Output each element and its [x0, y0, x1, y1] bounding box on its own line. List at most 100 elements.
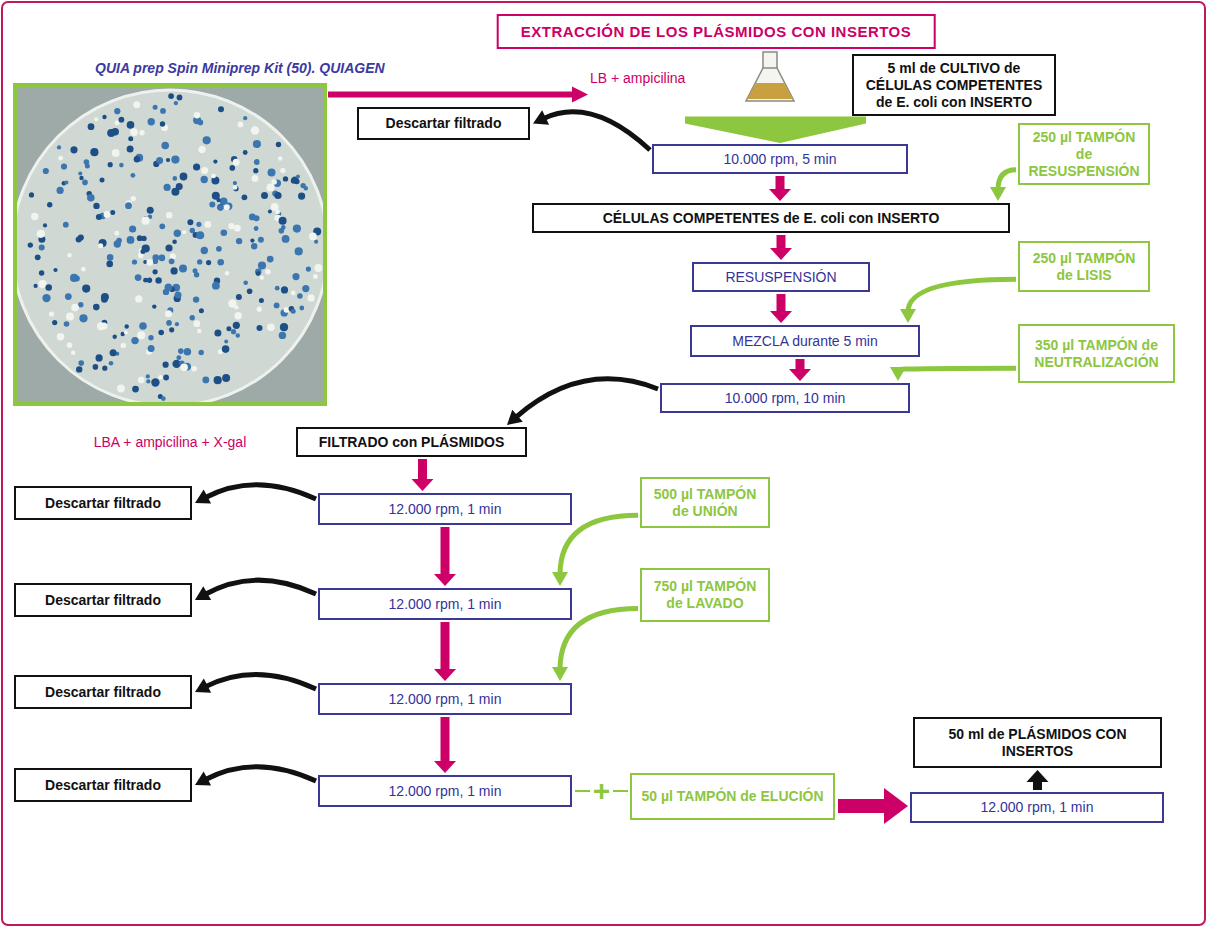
flow-arrow	[838, 788, 908, 824]
colony-dot	[132, 386, 139, 393]
colony-dot	[217, 204, 223, 210]
colony-dot	[228, 223, 234, 229]
colony-dot	[29, 192, 34, 197]
colony-dot	[297, 293, 303, 299]
flow-arrow	[434, 527, 456, 586]
box-text: LB + ampicilina	[590, 70, 685, 87]
colony-dot	[222, 374, 230, 382]
flow-arrow	[890, 367, 1016, 381]
colony-dot	[179, 265, 187, 273]
connector-line	[898, 368, 1016, 370]
colony-dot	[81, 267, 86, 272]
flow-arrow	[1027, 770, 1049, 790]
colony-dot	[218, 106, 224, 112]
colony-dot	[293, 225, 301, 233]
centrifuge-step: RESUSPENSIÓN	[692, 262, 870, 292]
colony-dot	[45, 284, 52, 291]
colony-dot	[153, 269, 158, 274]
colony-dot	[100, 178, 105, 183]
colony-dot	[87, 194, 95, 202]
colony-dot	[254, 141, 261, 148]
connector-line	[205, 580, 316, 594]
colony-dot	[135, 274, 142, 281]
colony-dot	[117, 385, 125, 393]
colony-dot	[265, 269, 271, 275]
colony-dot	[148, 118, 155, 125]
colony-dot	[127, 236, 135, 244]
colony-dot	[115, 120, 120, 125]
colony-dot	[35, 254, 41, 260]
petri-dish-photo: LBA + ampicilina + X-gal	[15, 85, 325, 455]
colony-dot	[216, 198, 220, 202]
arrow-head	[552, 667, 568, 681]
colony-dot	[276, 142, 281, 147]
colony-dot	[108, 162, 113, 167]
colony-dot	[212, 282, 220, 290]
colony-dot	[98, 243, 103, 248]
box-text: 12.000 rpm, 1 min	[389, 596, 502, 613]
colony-dot	[201, 247, 208, 254]
centrifuge-step: 10.000 rpm, 10 min	[660, 383, 910, 413]
arrow-head	[195, 586, 211, 600]
flow-arrow	[434, 717, 456, 773]
box-text: Descartar filtrado	[45, 777, 161, 794]
colony-dot	[308, 294, 315, 301]
connector-line	[908, 279, 1016, 312]
colony-dot	[250, 239, 254, 243]
colony-dot	[182, 230, 186, 234]
box-text: FILTRADO con PLÁSMIDOS	[319, 434, 505, 451]
colony-dot	[57, 333, 65, 341]
colony-dot	[110, 349, 117, 356]
colony-dot	[171, 156, 179, 164]
colony-dot	[236, 294, 242, 300]
colony-dot	[107, 254, 114, 261]
colony-dot	[236, 333, 240, 337]
colony-dot	[159, 255, 166, 262]
colony-dot	[101, 322, 108, 329]
colony-dot	[132, 259, 137, 264]
colony-dot	[135, 295, 142, 302]
box-text: 250 µl TAMPÓN de LISIS	[1026, 250, 1142, 284]
colony-dot	[121, 343, 126, 348]
colony-dot	[261, 192, 268, 199]
connector-line	[543, 112, 650, 150]
arrow-head	[990, 187, 1006, 201]
box-text: 250 µl TAMPÓN de RESUSPENSIÓN	[1026, 129, 1142, 179]
colony-dot	[194, 272, 199, 277]
colony-dot	[279, 228, 285, 234]
colony-dot	[169, 327, 174, 332]
colony-dot	[254, 226, 259, 231]
colony-dot	[37, 230, 45, 238]
colony-dot	[214, 376, 222, 384]
colony-dot	[96, 354, 103, 361]
colony-dot	[191, 366, 197, 372]
colony-dot	[166, 320, 172, 326]
colony-dot	[128, 136, 133, 141]
connector-line	[777, 294, 786, 313]
colony-dot	[65, 293, 72, 300]
colony-dot	[172, 239, 177, 244]
colony-dot	[224, 340, 228, 344]
colony-dot	[47, 202, 52, 207]
colony-dot	[156, 157, 163, 164]
colony-dot	[214, 330, 221, 337]
colony-dot	[283, 176, 288, 181]
colony-dot	[175, 322, 179, 326]
box-text: 500 µl TAMPÓN de UNIÓN	[648, 486, 762, 520]
buffer-box: 50 µl TAMPÓN de ELUCIÓN	[630, 773, 835, 820]
colony-dot	[202, 377, 209, 384]
step-box: FILTRADO con PLÁSMIDOS	[296, 427, 527, 457]
colony-dot	[158, 375, 162, 379]
colony-dot	[171, 267, 178, 274]
flow-arrow	[328, 87, 588, 103]
centrifuge-step: 12.000 rpm, 1 min	[318, 588, 572, 620]
colony-dot	[175, 292, 182, 299]
colony-dot	[243, 150, 248, 155]
box-text: 50 µl TAMPÓN de ELUCIÓN	[641, 788, 823, 805]
colony-dot	[124, 330, 128, 334]
colony-dot	[216, 246, 222, 252]
colony-dot	[88, 123, 95, 130]
colony-dot	[125, 202, 132, 209]
colony-dot	[153, 105, 158, 110]
